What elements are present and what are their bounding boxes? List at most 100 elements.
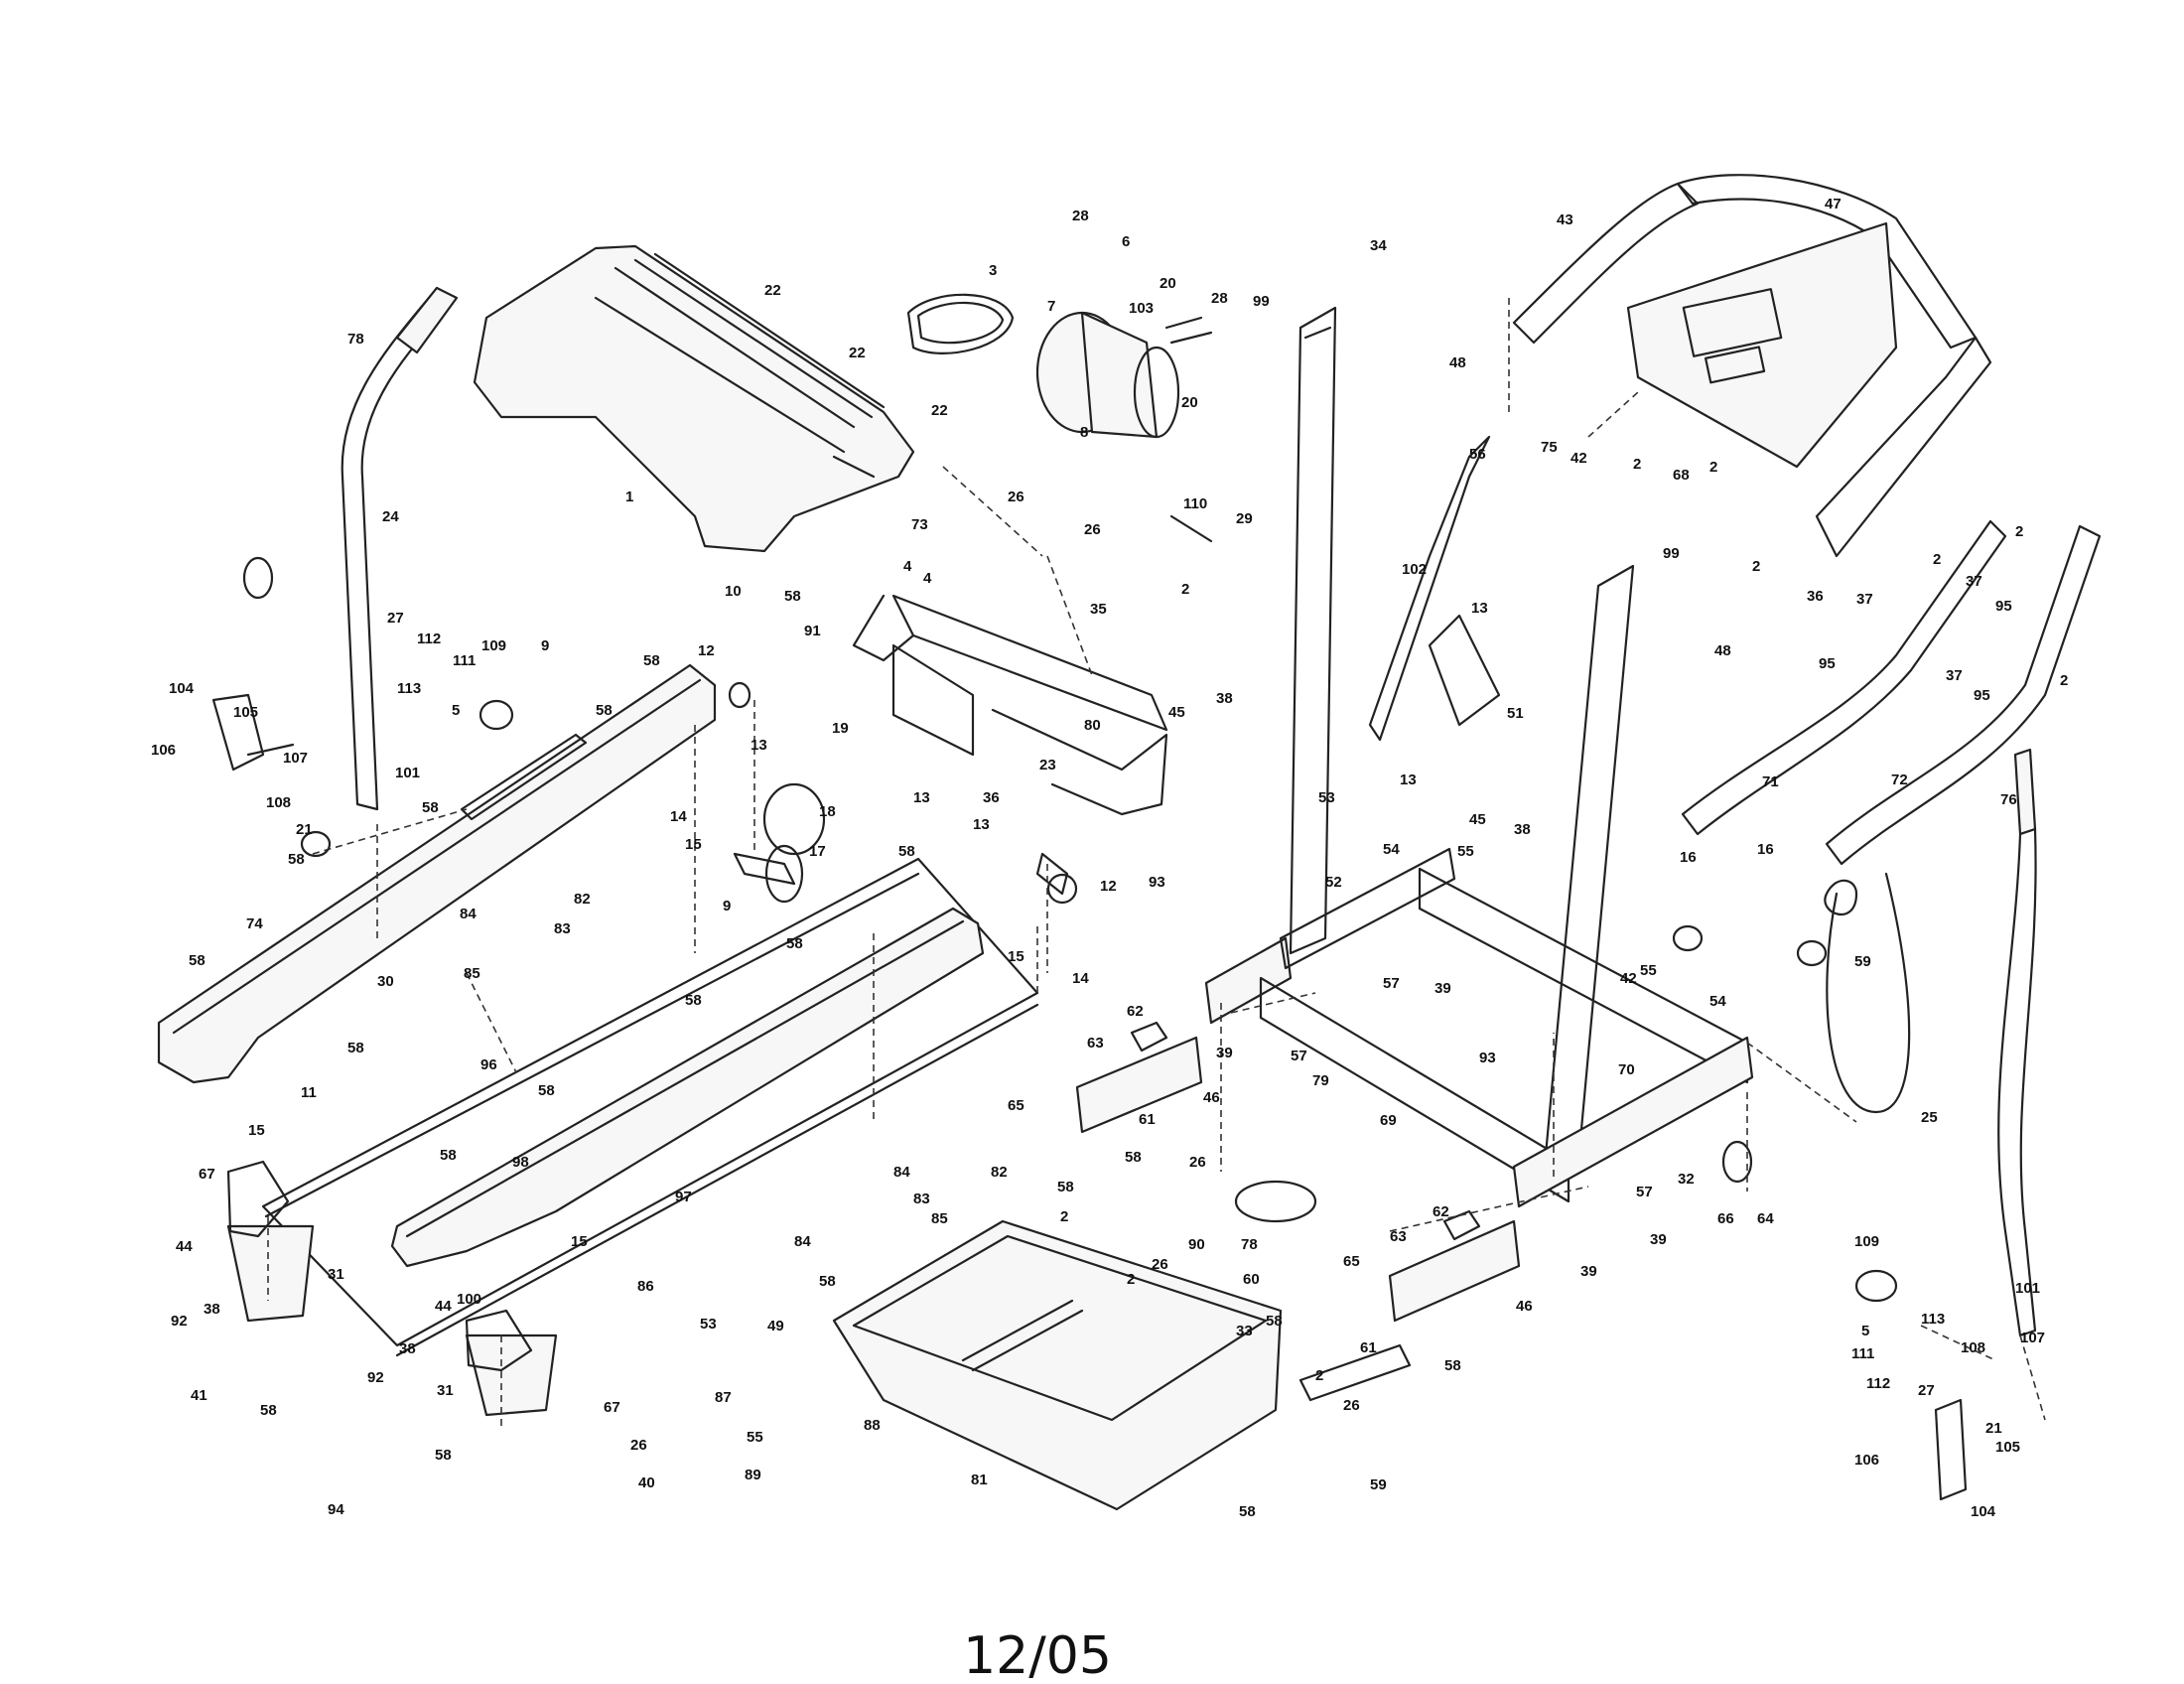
callout: 80: [1084, 717, 1101, 734]
callout: 58: [260, 1402, 277, 1419]
callout: 4: [903, 558, 912, 575]
callout: 79: [1312, 1072, 1329, 1089]
callout: 38: [1216, 690, 1233, 707]
callout: 108: [1961, 1339, 1985, 1356]
callout: 2: [1752, 558, 1760, 575]
assembly-lines: [267, 298, 2046, 1430]
callout: 84: [893, 1164, 910, 1181]
callout: 81: [971, 1472, 988, 1488]
callout: 91: [804, 623, 821, 639]
callout: 63: [1087, 1035, 1104, 1052]
callout: 26: [1343, 1397, 1360, 1414]
callout: 75: [1541, 439, 1558, 456]
callout: 46: [1203, 1089, 1220, 1106]
callout: 15: [1008, 948, 1024, 965]
callout: 34: [1370, 237, 1387, 254]
callout: 26: [1152, 1256, 1168, 1273]
hardware-parts: [211, 435, 1968, 1501]
callout: 20: [1181, 394, 1198, 411]
callout: 88: [864, 1417, 881, 1434]
callout: 101: [2015, 1280, 2040, 1297]
callout: 4: [923, 570, 932, 587]
callout: 25: [1921, 1109, 1938, 1126]
callout: 78: [1241, 1236, 1258, 1253]
callout: 11: [301, 1084, 317, 1101]
callout: 58: [1239, 1503, 1256, 1520]
callout: 52: [1325, 874, 1342, 891]
left-side-rail: [157, 663, 717, 1084]
right-side-rail: [390, 907, 985, 1268]
callout: 84: [460, 906, 477, 922]
callout: 2: [1127, 1271, 1135, 1288]
callout: 58: [819, 1273, 836, 1290]
callout: 66: [1717, 1210, 1734, 1227]
callout: 73: [911, 516, 928, 533]
callout: 44: [435, 1298, 452, 1315]
callout: 37: [1946, 667, 1963, 684]
callout: 61: [1360, 1339, 1377, 1356]
callout: 74: [246, 915, 263, 932]
callout: 36: [983, 789, 1000, 806]
callout: 98: [512, 1154, 529, 1171]
callout: 17: [809, 843, 826, 860]
callout: 58: [1057, 1179, 1074, 1195]
callout: 58: [786, 935, 803, 952]
callout: 86: [637, 1278, 654, 1295]
callout: 2: [1709, 459, 1717, 476]
callout: 9: [723, 898, 731, 914]
callout: 62: [1433, 1203, 1449, 1220]
callout: 71: [1762, 773, 1779, 790]
callout: 33: [1236, 1323, 1253, 1339]
callout: 55: [747, 1429, 763, 1446]
callout: 15: [571, 1233, 588, 1250]
callout: 67: [199, 1166, 215, 1183]
callout: 58: [288, 851, 305, 868]
callout: 76: [2000, 791, 2017, 808]
callout: 16: [1757, 841, 1774, 858]
callout: 100: [457, 1291, 481, 1308]
callout: 58: [189, 952, 205, 969]
callout: 30: [377, 973, 394, 990]
callout: 96: [480, 1056, 497, 1073]
callout: 60: [1243, 1271, 1260, 1288]
callout: 23: [1039, 757, 1056, 773]
callout: 18: [819, 803, 836, 820]
callout: 26: [1084, 521, 1101, 538]
callout: 9: [541, 637, 549, 654]
callout: 58: [1444, 1357, 1461, 1374]
callout: 58: [440, 1147, 457, 1164]
callout: 45: [1168, 704, 1185, 721]
callout: 64: [1757, 1210, 1774, 1227]
callout: 16: [1680, 849, 1697, 866]
callout: 72: [1891, 772, 1908, 788]
callout: 92: [171, 1313, 188, 1330]
callout: 5: [452, 702, 460, 719]
callout: 67: [604, 1399, 620, 1416]
callout: 40: [638, 1474, 655, 1491]
callout: 49: [767, 1318, 784, 1334]
callout: 2: [1060, 1208, 1068, 1225]
callout: 14: [1072, 970, 1089, 987]
callout: 57: [1291, 1048, 1307, 1064]
console-display: [1626, 221, 1898, 469]
callout: 5: [1861, 1323, 1869, 1339]
callout: 58: [685, 992, 702, 1009]
callout: 93: [1479, 1050, 1496, 1066]
callout: 38: [399, 1340, 416, 1357]
callout: 28: [1211, 290, 1228, 307]
callout: 39: [1434, 980, 1451, 997]
callout: 39: [1216, 1045, 1233, 1061]
callout: 97: [675, 1189, 692, 1205]
callout: 36: [1807, 588, 1824, 605]
callout: 6: [1122, 233, 1130, 250]
callout: 7: [1047, 298, 1055, 315]
callout: 63: [1390, 1228, 1407, 1245]
callout: 45: [1469, 811, 1486, 828]
callout: 58: [643, 652, 660, 669]
callout: 31: [328, 1266, 344, 1283]
callout: 105: [1995, 1439, 2020, 1456]
callout: 43: [1557, 211, 1573, 228]
callout: 2: [1315, 1367, 1323, 1384]
callout: 38: [204, 1301, 220, 1318]
